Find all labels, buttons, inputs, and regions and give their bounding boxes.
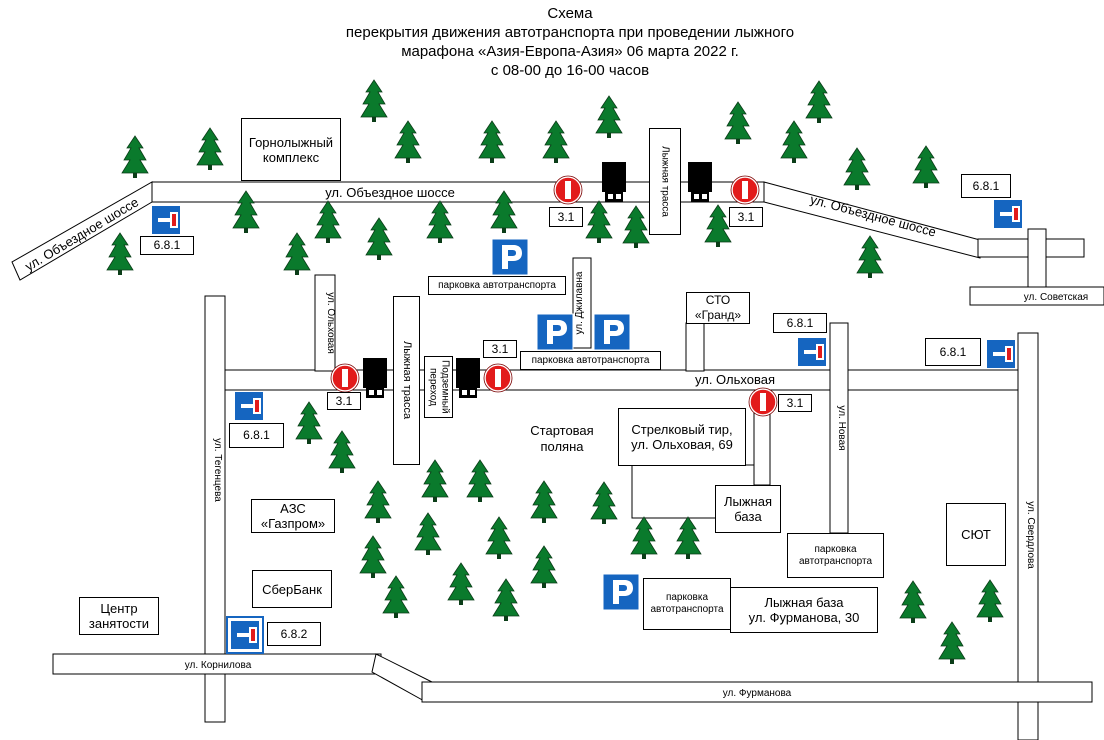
map-title: Схема перекрытия движения автотранспорта… [300, 4, 840, 80]
parking-label-novaya: парковка автотранспорта [787, 533, 884, 578]
ski-complex-box: Горнолыжный комплекс [241, 118, 341, 181]
road-label-novaya: ул. Новая [836, 405, 847, 450]
employment-center-box: Центр занятости [79, 597, 159, 635]
ski-track-south-box: Лыжная трасса [393, 296, 420, 465]
roads [11, 181, 1104, 740]
syut-label: СЮТ [961, 527, 991, 542]
title-line-4: с 08-00 до 16-00 часов [490, 62, 650, 79]
sign-plate-3-1-b-text: 3.1 [737, 209, 755, 224]
sto-grand-label: СТО «Гранд» [694, 293, 742, 322]
sign-plate-6-8-1-d-text: 6.8.1 [939, 344, 967, 359]
parking-center-text: парковка автотранспорта [531, 354, 650, 366]
underpass-box: Подземный переход [424, 356, 453, 418]
gas-station-box: АЗС «Газпром» [251, 499, 335, 533]
shooting-range-label: Стрелковый тир, ул. Ольховая, 69 [631, 422, 733, 452]
sign-plate-3-1-e: 3.1 [778, 394, 812, 412]
road-label-furmanova: ул. Фурманова [723, 688, 792, 699]
sign-plate-3-1-e-text: 3.1 [786, 395, 804, 410]
sign-plate-6-8-1-b-text: 6.8.1 [972, 178, 1000, 193]
sign-plate-6-8-2-text: 6.8.2 [280, 626, 308, 641]
road-label-dzhilavna: ул. Джилавна [574, 271, 585, 334]
title-line-3: марафона «Азия-Европа-Азия» 06 марта 202… [401, 43, 739, 60]
road-label-olkhovaya: ул. Ольховая [695, 372, 775, 387]
sign-plate-3-1-a-text: 3.1 [557, 209, 575, 224]
ski-track-north-label: Лыжная трасса [659, 146, 671, 217]
sign-plate-3-1-b: 3.1 [729, 207, 763, 227]
sign-plate-6-8-1-b: 6.8.1 [961, 174, 1011, 198]
sign-plate-6-8-1-a-text: 6.8.1 [153, 238, 181, 252]
parking-north-text: парковка автотранспорта [438, 279, 556, 291]
sberbank-label: СберБанк [262, 581, 322, 597]
parking-label-north: парковка автотранспорта [428, 276, 566, 295]
parking-label-south: парковка автотранспорта [643, 578, 731, 630]
dead-end-sign-6-8-2 [226, 616, 264, 654]
sign-plate-3-1-d: 3.1 [483, 340, 517, 358]
sign-plate-6-8-2: 6.8.2 [267, 622, 321, 646]
sign-plate-6-8-1-e-text: 6.8.1 [243, 428, 270, 442]
road-label-obezdnoe-1: ул. Объездное шоссе [325, 185, 455, 200]
sberbank-box: СберБанк [252, 570, 332, 608]
sign-plate-6-8-1-c-text: 6.8.1 [786, 315, 814, 330]
parking-south-text: парковка автотранспорта [650, 592, 724, 615]
sign-plate-3-1-a: 3.1 [549, 207, 583, 227]
ski-base-furmanova-box: Лыжная база ул. Фурманова, 30 [730, 587, 878, 633]
title-line-1: Схема [547, 5, 593, 22]
road-label-teguntseva: ул. Тегенцева [212, 438, 223, 502]
sign-plate-3-1-d-text: 3.1 [491, 341, 509, 356]
ski-base-label: Лыжная база [723, 494, 773, 524]
employment-center-label: Центр занятости [88, 601, 150, 631]
ski-track-south-label: Лыжная трасса [401, 341, 413, 420]
start-field-label: Стартовая поляна [530, 423, 594, 454]
sign-plate-6-8-1-c: 6.8.1 [773, 313, 827, 333]
ski-track-north-box: Лыжная трасса [649, 128, 681, 235]
gas-station-label: АЗС «Газпром» [260, 501, 326, 531]
sign-plate-6-8-1-e: 6.8.1 [229, 423, 284, 448]
ski-base-furmanova-label: Лыжная база ул. Фурманова, 30 [748, 595, 860, 625]
sign-plate-3-1-c-text: 3.1 [335, 393, 353, 408]
title-line-2: перекрытия движения автотранспорта при п… [345, 24, 795, 41]
syut-box: СЮТ [946, 503, 1006, 566]
parking-label-center: парковка автотранспорта [520, 351, 661, 370]
parking-novaya-text: парковка автотранспорта [798, 543, 873, 567]
road-label-olkhovaya-v: ул. Ольховая [325, 292, 336, 354]
ski-complex-label: Горнолыжный комплекс [248, 134, 334, 165]
sto-grand-box: СТО «Гранд» [686, 292, 750, 324]
ski-base-box: Лыжная база [715, 485, 781, 533]
sign-plate-3-1-c: 3.1 [327, 392, 361, 410]
road-label-sverdlova: ул. Свердлова [1025, 501, 1036, 569]
sign-plate-6-8-1-d: 6.8.1 [925, 338, 981, 366]
shooting-range-box: Стрелковый тир, ул. Ольховая, 69 [618, 408, 746, 466]
sign-plate-6-8-1-a: 6.8.1 [140, 236, 194, 255]
road-label-sovetskaya: ул. Советская [1024, 292, 1088, 303]
road-label-kornilova: ул. Корнилова [185, 660, 252, 671]
underpass-label: Подземный переход [427, 360, 451, 414]
